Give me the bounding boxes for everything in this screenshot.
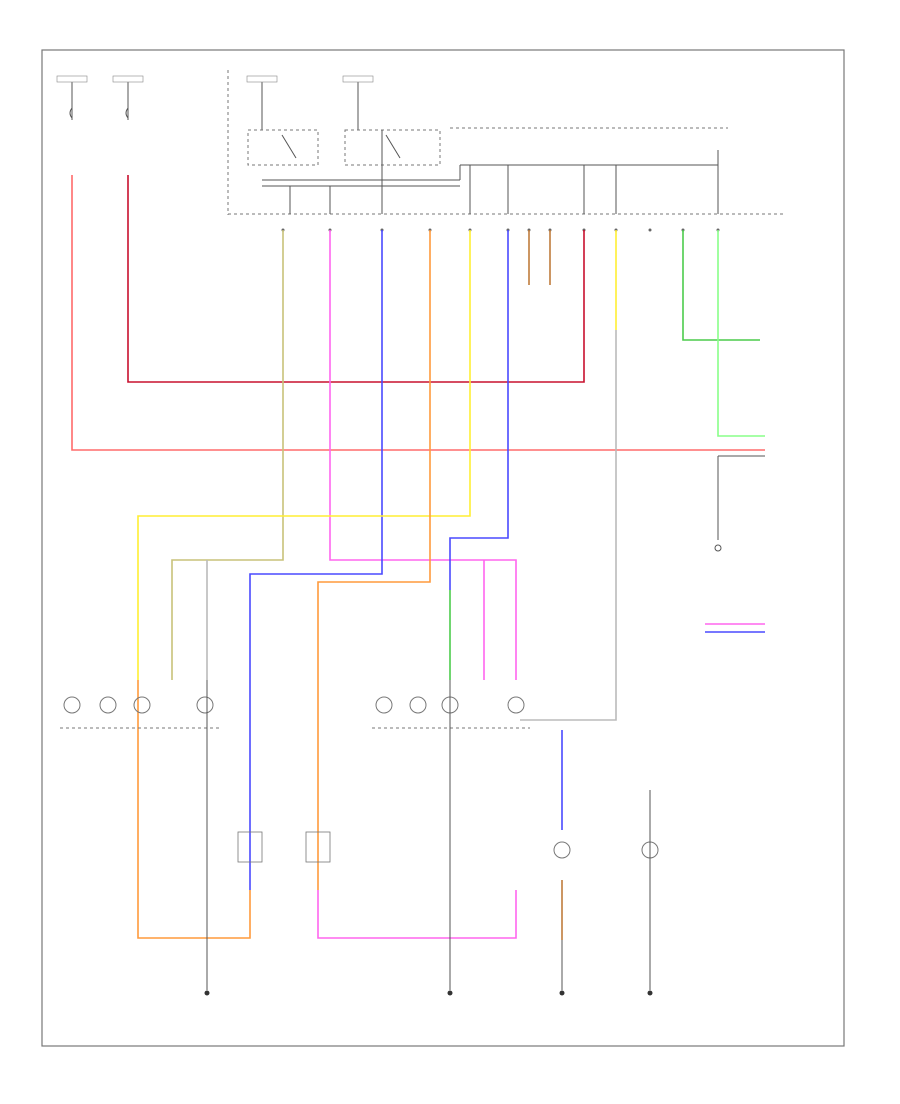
wire-yellow [137,230,617,680]
wire-pink [317,230,517,939]
wire-red [71,175,765,451]
wire-orange [137,230,563,940]
left-rear-lamp [60,680,220,940]
connector-pins [281,228,720,232]
right-rear-lamp [372,680,530,940]
wire-green [449,230,765,680]
switch-block [227,70,460,215]
wire-dark-red [127,175,585,383]
wire-blue [249,230,563,890]
wire-khaki [171,230,284,680]
side-marker-lamps [237,831,331,863]
license-lamps [553,790,659,940]
right-connectors [705,455,765,633]
wire-gray [206,330,617,721]
ground-symbols [204,940,653,996]
fuse-block-left [56,75,144,120]
wire-brown [528,230,551,285]
control-unit [228,127,785,215]
diagram-frame [41,49,845,1047]
